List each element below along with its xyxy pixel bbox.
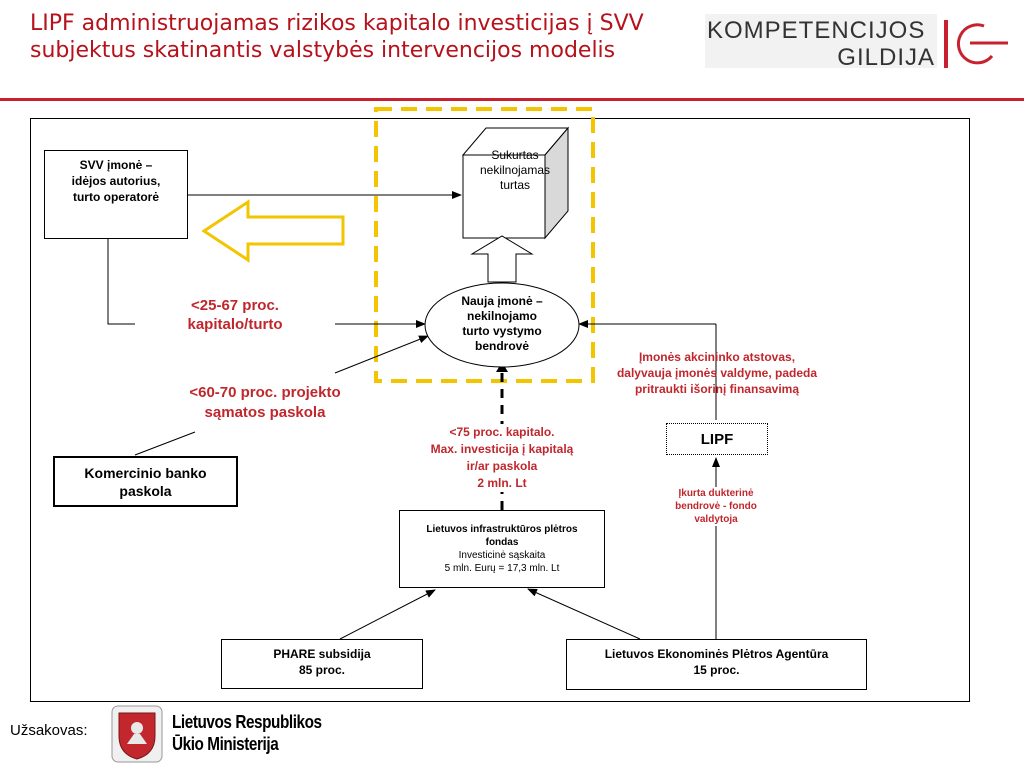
logo-line-1: KOMPETENCIJOS	[707, 17, 926, 44]
new-company-line: Nauja įmonė –	[461, 294, 543, 308]
subsidiary-label-line: Įkurta dukterinė	[678, 488, 754, 499]
capital-share-label: <25-67 proc. kapitalo/turto	[150, 296, 320, 334]
logo-line-2: GILDIJA	[837, 44, 935, 71]
shareholder-label-line: pritraukti išorinį finansavimą	[634, 382, 800, 396]
shareholder-representative-label: Įmonės akcininko atstovas, dalyvauja įmo…	[592, 349, 842, 397]
new-company-line: turto vystymo	[462, 324, 542, 338]
subsidiary-label: Įkurta dukterinė bendrovė - fondo valdyt…	[636, 487, 796, 526]
lipf-box: LIPF	[666, 423, 768, 455]
yellow-left-arrow-icon	[201, 199, 345, 263]
diagram-frame	[30, 118, 970, 702]
logo-background	[705, 14, 937, 68]
investment-label-line: Max. investicija į kapitalą	[430, 442, 574, 456]
client-label: Užsakovas:	[10, 722, 88, 739]
ministry-line-1: Lietuvos Respublikos	[172, 712, 322, 732]
svv-company-box: SVV įmonė – idėjos autorius, turto opera…	[44, 150, 188, 239]
new-company-ellipse	[424, 282, 580, 368]
cube-label-line: nekilnojamas	[479, 163, 551, 177]
commercial-bank-box: Komercinio banko paskola	[53, 456, 238, 507]
new-company-line: bendrovė	[474, 339, 529, 353]
subsidiary-label-line: bendrovė - fondo	[675, 501, 757, 512]
svv-box-line: SVV įmonė –	[79, 158, 153, 172]
cube-label-line: Sukurtas	[491, 148, 539, 162]
block-arrow-up-icon	[470, 235, 534, 283]
loan-label-line: <60-70 proc. projekto	[189, 384, 341, 401]
phare-box-line: 85 proc.	[298, 663, 346, 677]
agency-box-line: 15 proc.	[693, 663, 740, 677]
logo-mark-icon	[944, 20, 1008, 68]
subsidiary-label-line: valdytoja	[694, 514, 738, 525]
svv-box-line: turto operatorė	[72, 190, 159, 204]
investment-label-line: <75 proc. kapitalo.	[449, 425, 555, 439]
coat-of-arms-icon	[111, 705, 163, 763]
lipf-box-label: LIPF	[700, 430, 734, 448]
new-company-line: nekilnojamo	[466, 309, 537, 323]
bank-box-line: Komercinio banko	[84, 464, 207, 481]
investment-label-line: ir/ar paskola	[466, 459, 538, 473]
infrastructure-fund-box: Lietuvos infrastruktūros plėtros fondas …	[399, 510, 605, 588]
cube-label: Sukurtas nekilnojamas turtas	[463, 148, 567, 193]
phare-box-line: PHARE subsidija	[273, 647, 371, 661]
investment-label-line: 2 mln. Lt	[477, 476, 527, 490]
new-company-label: Nauja įmonė – nekilnojamo turto vystymo …	[430, 294, 574, 354]
bank-box-line: paskola	[119, 482, 172, 499]
capital-label-line: <25-67 proc.	[191, 297, 279, 314]
capital-label-line: kapitalo/turto	[187, 316, 283, 333]
ministry-name: Lietuvos Respublikos Ūkio Ministerija	[172, 711, 322, 755]
loan-label-line: sąmatos paskola	[204, 404, 326, 421]
shareholder-label-line: Įmonės akcininko atstovas,	[638, 350, 796, 364]
title-line-1: LIPF administruojamas rizikos kapitalo i…	[30, 11, 644, 36]
ministry-line-2: Ūkio Ministerija	[172, 734, 279, 754]
header-divider	[0, 98, 1024, 101]
page-title: LIPF administruojamas rizikos kapitalo i…	[30, 10, 695, 64]
investment-limit-label: <75 proc. kapitalo. Max. investicija į k…	[402, 424, 602, 492]
highlight-dashed-frame	[374, 107, 595, 383]
shareholder-label-line: dalyvauja įmonės valdyme, padeda	[616, 366, 818, 380]
economic-development-agency-box: Lietuvos Ekonominės Plėtros Agentūra 15 …	[566, 639, 867, 690]
cube-icon	[461, 126, 570, 240]
svv-box-line: idėjos autorius,	[71, 174, 161, 188]
fund-box-line: Lietuvos infrastruktūros plėtros	[426, 524, 578, 535]
fund-box-line: fondas	[485, 537, 519, 548]
phare-subsidy-box: PHARE subsidija 85 proc.	[221, 639, 423, 689]
title-line-2: subjektus skatinantis valstybės interven…	[30, 38, 616, 63]
kompetencijos-gildija-logo: KOMPETENCIJOS GILDIJA	[707, 17, 935, 71]
cube-label-line: turtas	[499, 178, 530, 192]
agency-box-line: Lietuvos Ekonominės Plėtros Agentūra	[604, 647, 829, 661]
fund-box-line: Investicinė sąskaita	[458, 550, 546, 561]
project-loan-label: <60-70 proc. projekto sąmatos paskola	[170, 383, 360, 423]
fund-box-line: 5 mln. Eurų = 17,3 mln. Lt	[444, 563, 560, 574]
